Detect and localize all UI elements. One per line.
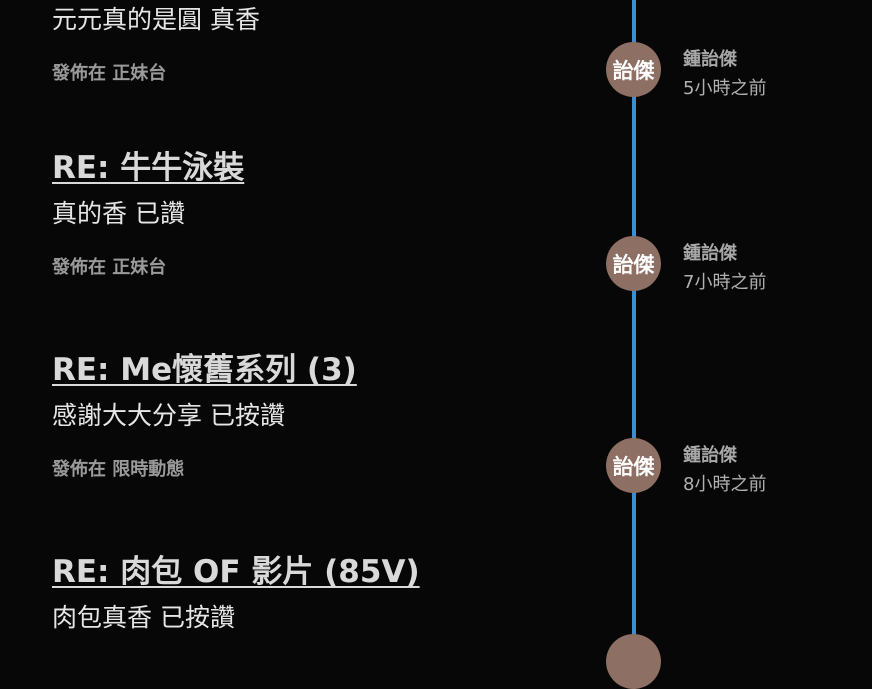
post-title-link[interactable]: RE: 牛牛泳裝 (52, 150, 245, 186)
timeline-line (632, 0, 636, 640)
author-name[interactable]: 鍾詒傑 (683, 49, 737, 70)
post-time: 7小時之前 (683, 272, 767, 293)
forum-link[interactable]: 正妹台 (112, 257, 167, 278)
author-avatar[interactable] (606, 634, 661, 689)
post-body: 元元真的是圓 真香 (52, 5, 260, 34)
post-body: 感謝大大分享 已按讚 (52, 401, 285, 430)
posted-in-label: 發佈在 (52, 257, 106, 278)
activity-feed: 元元真的是圓 真香 發佈在 正妹台 詒傑 鍾詒傑 5小時之前 RE: 牛牛泳裝 … (52, 0, 767, 689)
forum-link[interactable]: 限時動態 (112, 459, 185, 480)
posted-in-label: 發佈在 (52, 63, 106, 84)
author-name[interactable]: 鍾詒傑 (683, 243, 737, 264)
author-avatar[interactable]: 詒傑 (606, 42, 661, 97)
author-avatar[interactable]: 詒傑 (606, 236, 661, 291)
post-location: 發佈在 正妹台 (52, 253, 166, 279)
post-title-link[interactable]: RE: Me懷舊系列 (3) (52, 352, 357, 388)
post-body: 肉包真香 已按讚 (52, 603, 235, 632)
post-time: 5小時之前 (683, 78, 767, 99)
post-location: 發佈在 限時動態 (52, 455, 184, 481)
posted-in-label: 發佈在 (52, 459, 106, 480)
post-location: 發佈在 正妹台 (52, 59, 166, 85)
forum-link[interactable]: 正妹台 (112, 63, 167, 84)
author-name[interactable]: 鍾詒傑 (683, 445, 737, 466)
post-title-link[interactable]: RE: 肉包 OF 影片 (85V) (52, 554, 420, 590)
post-body: 真的香 已讚 (52, 199, 185, 228)
post-time: 8小時之前 (683, 474, 767, 495)
author-avatar[interactable]: 詒傑 (606, 438, 661, 493)
